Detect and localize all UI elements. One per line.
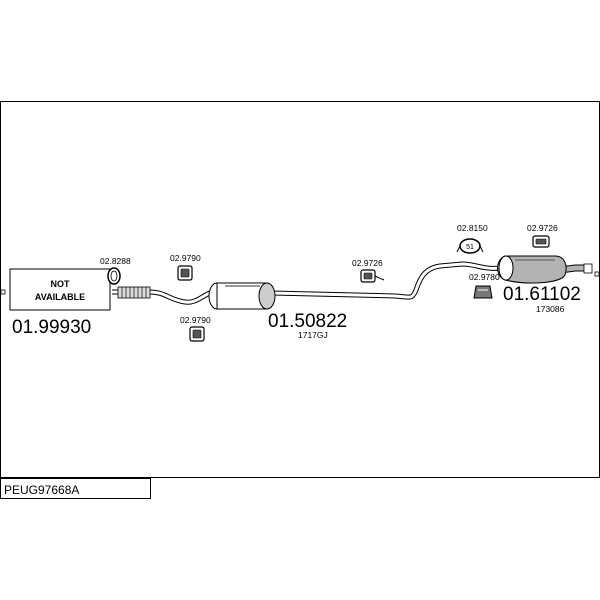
right-edge-marker: [594, 271, 600, 277]
bracket-icon: [473, 285, 493, 299]
part-code-2: 02.9790: [170, 253, 201, 263]
rubber-mount-icon: [532, 235, 550, 248]
rear-silencer: [497, 255, 567, 284]
reference-label: PEUG97668A: [4, 483, 79, 497]
middle-silencer: [208, 282, 276, 310]
pipe-clamp-icon: 51: [456, 238, 484, 254]
part-code-4: 02.9726: [352, 258, 383, 268]
part-code-3: 02.9790: [180, 315, 211, 325]
reference-box: [0, 478, 151, 499]
not-available-line1: NOT: [51, 279, 71, 289]
clamp-ring-icon: [107, 267, 121, 285]
assembly-code-rear: 01.61102: [503, 284, 581, 305]
oem-code-middle: 1717GJ: [298, 330, 328, 340]
part-code-1: 02.8288: [100, 256, 131, 266]
left-edge-marker: [0, 289, 6, 295]
part-code-7: 02.9780: [469, 272, 500, 282]
rubber-mount-icon: [189, 326, 205, 342]
part-code-5: 02.8150: [457, 223, 488, 233]
exhaust-pipe: [112, 261, 593, 305]
part-code-6: 02.9726: [527, 223, 558, 233]
rubber-mount-icon: [360, 269, 385, 283]
svg-text:51: 51: [466, 244, 474, 251]
not-available-line2: AVAILABLE: [35, 292, 85, 302]
oem-code-rear: 173086: [536, 304, 565, 314]
not-available-box: [9, 268, 111, 311]
assembly-code-front: 01.99930: [12, 317, 91, 338]
rubber-mount-icon: [177, 265, 193, 281]
flex-pipe-section: [117, 286, 151, 299]
assembly-code-middle: 01.50822: [268, 311, 347, 332]
